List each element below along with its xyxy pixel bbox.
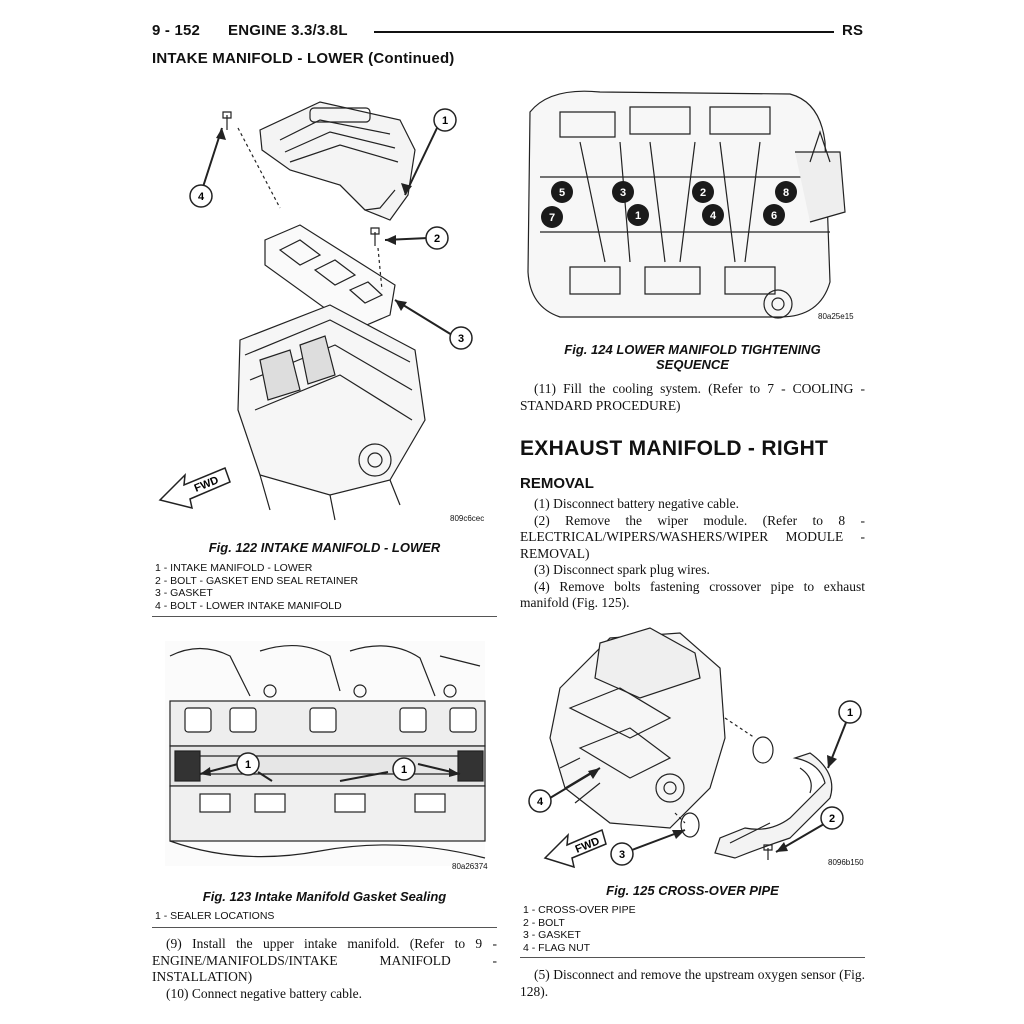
- fig125-image-code: 8096b150: [828, 858, 864, 867]
- legend-item: 4 - FLAG NUT: [523, 941, 591, 954]
- removal-heading: REMOVAL: [520, 475, 594, 492]
- fig125-callout-3: 3: [619, 849, 625, 861]
- paragraph: (2) Remove the wiper module. (Refer to 8…: [520, 512, 865, 561]
- removal-steps: (1) Disconnect battery negative cable. (…: [520, 496, 865, 612]
- manual-code: RS: [842, 22, 864, 39]
- left-body-text: (9) Install the upper intake manifold. (…: [152, 936, 497, 1002]
- fig123-callout-1a: 1: [245, 759, 251, 771]
- section-title: ENGINE 3.3/3.8L: [228, 22, 348, 39]
- exhaust-section-title: EXHAUST MANIFOLD - RIGHT: [520, 437, 829, 460]
- caption-line: Fig. 124 LOWER MANIFOLD TIGHTENING: [564, 342, 821, 357]
- paragraph: (11) Fill the cooling system. (Refer to …: [520, 381, 865, 413]
- fig123-image-code: 80a26374: [452, 862, 488, 871]
- fig123-illustration: 1 1: [165, 641, 486, 866]
- paragraph: (4) Remove bolts fastening crossover pip…: [520, 578, 865, 611]
- fig124-seq-6: 6: [771, 210, 777, 222]
- right-body-text-bottom: (5) Disconnect and remove the upstream o…: [520, 967, 865, 1000]
- fig125-callout-4: 4: [537, 796, 544, 808]
- fig122-legend: 1 - INTAKE MANIFOLD - LOWER 2 - BOLT - G…: [155, 562, 358, 612]
- fig123-legend: 1 - SEALER LOCATIONS: [155, 910, 274, 923]
- page-number: 9 - 152: [152, 22, 201, 39]
- legend-item: 1 - SEALER LOCATIONS: [155, 910, 275, 922]
- legend-item: 1 - INTAKE MANIFOLD - LOWER: [155, 562, 313, 574]
- fig123-callout-1b: 1: [401, 764, 407, 776]
- paragraph: (9) Install the upper intake manifold. (…: [152, 936, 497, 984]
- fig124-seq-8: 8: [783, 187, 789, 199]
- fig124-seq-5: 5: [559, 187, 565, 199]
- fig124-illustration: 5 3 2 8 7 1 4 6: [527, 90, 846, 319]
- fig122-callout-2: 2: [434, 233, 440, 245]
- fig125-fwd-label: FWD: [574, 835, 602, 856]
- caption-line: SEQUENCE: [656, 357, 729, 372]
- right-body-text-top: (11) Fill the cooling system. (Refer to …: [520, 381, 865, 414]
- legend-item: 3 - GASKET: [155, 587, 213, 599]
- fig123-separator: [152, 927, 497, 928]
- fig124-seq-2: 2: [700, 187, 706, 199]
- fig122-callout-1: 1: [442, 115, 448, 127]
- fig124-caption: Fig. 124 LOWER MANIFOLD TIGHTENING SEQUE…: [520, 342, 865, 372]
- fig125-callout-1: 1: [847, 707, 853, 719]
- legend-item: 4 - BOLT - LOWER INTAKE MANIFOLD: [155, 599, 342, 612]
- legend-item: 2 - BOLT - GASKET END SEAL RETAINER: [155, 574, 359, 587]
- legend-item: 3 - GASKET: [523, 929, 581, 941]
- fig125-legend: 1 - CROSS-OVER PIPE 2 - BOLT 3 - GASKET …: [523, 904, 636, 954]
- fig125-callout-2: 2: [829, 813, 835, 825]
- fig122-callout-3: 3: [458, 333, 464, 345]
- legend-item: 1 - CROSS-OVER PIPE: [523, 904, 636, 916]
- paragraph: (5) Disconnect and remove the upstream o…: [520, 967, 865, 999]
- fig122-image-code: 809c6cec: [450, 514, 485, 523]
- fig125-separator: [520, 957, 865, 958]
- fig123-caption: Fig. 123 Intake Manifold Gasket Sealing: [202, 889, 447, 904]
- fig122-caption: Fig. 122 INTAKE MANIFOLD - LOWER: [208, 540, 441, 555]
- fig125-illustration: 1 2 3 4 FWD: [528, 627, 862, 869]
- fig124-seq-4: 4: [710, 210, 717, 222]
- page-subtitle: INTAKE MANIFOLD - LOWER (Continued): [152, 50, 455, 67]
- paragraph: (1) Disconnect battery negative cable.: [534, 496, 740, 511]
- paragraph: (10) Connect negative battery cable.: [166, 985, 363, 1001]
- fig124-image-code: 80a25e15: [818, 312, 854, 321]
- legend-item: 2 - BOLT: [523, 916, 565, 929]
- fig124-seq-3: 3: [620, 187, 626, 199]
- fig124-seq-7: 7: [549, 212, 555, 224]
- fig124-seq-1: 1: [635, 210, 641, 222]
- fig125-caption: Fig. 125 CROSS-OVER PIPE: [606, 883, 779, 898]
- fig122-callout-4: 4: [198, 191, 205, 203]
- header-rule: [374, 31, 834, 33]
- paragraph: (3) Disconnect spark plug wires.: [534, 562, 710, 577]
- fig122-illustration: FWD 1 2 3 4: [158, 101, 473, 521]
- fig122-separator: [152, 616, 497, 617]
